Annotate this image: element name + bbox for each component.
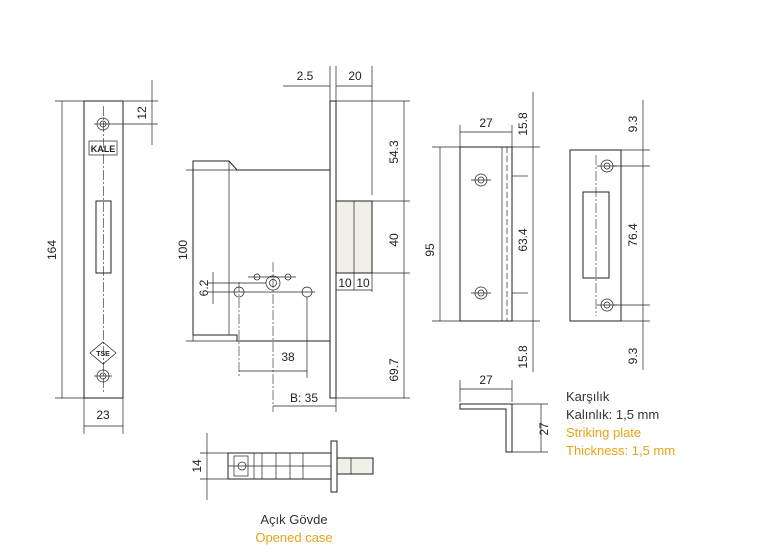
striking-plate-top-view: 27 27 xyxy=(459,373,551,453)
caption-strike-en: Striking plate xyxy=(566,425,641,440)
caption-thickness-en: Thickness: 1,5 mm xyxy=(566,443,675,458)
dim-69-7: 69.7 xyxy=(387,358,401,382)
captions: Karşılık Kalınlık: 1,5 mm Striking plate… xyxy=(255,389,675,545)
striking-plate-front-view: 9.3 76.4 9.3 xyxy=(569,100,650,370)
dim-6-2: 6.2 xyxy=(197,279,211,296)
caption-opened-en: Opened case xyxy=(255,530,332,545)
lock-body-side-view: 2.5 20 54.3 40 69.7 10 10 100 6.2 38 B: xyxy=(176,66,410,412)
caption-strike-tr: Karşılık xyxy=(566,389,610,404)
caption-opened-tr: Açık Gövde xyxy=(260,512,327,527)
faceplate-front-view: KALE TSE 12 164 23 xyxy=(45,80,158,434)
strike-dim-76-4: 76.4 xyxy=(626,223,640,247)
kale-logo: KALE xyxy=(91,144,116,154)
dim-40: 40 xyxy=(387,233,401,247)
dim-100: 100 xyxy=(176,240,190,260)
dim-backset-35: B: 35 xyxy=(290,391,318,405)
opened-dim-14: 14 xyxy=(190,459,204,473)
strike-dim-15-8-top: 15.8 xyxy=(516,112,530,136)
dim-164: 164 xyxy=(45,240,59,260)
strike-dim-63-4: 63.4 xyxy=(516,228,530,252)
dim-2-5: 2.5 xyxy=(297,69,314,83)
dim-23: 23 xyxy=(96,408,110,422)
strike-dim-9-3-top: 9.3 xyxy=(626,115,640,132)
dim-10-right: 10 xyxy=(356,276,370,290)
strike-dim-27-side: 27 xyxy=(537,422,551,436)
dim-12: 12 xyxy=(135,106,149,120)
striking-plate-side-view: 27 95 15.8 63.4 15.8 xyxy=(423,92,540,372)
opened-case-view: 14 xyxy=(190,433,374,500)
strike-dim-15-8-bottom: 15.8 xyxy=(516,345,530,369)
dim-54-3: 54.3 xyxy=(387,140,401,164)
caption-thickness-tr: Kalınlık: 1,5 mm xyxy=(566,407,659,422)
strike-dim-9-3-bottom: 9.3 xyxy=(626,347,640,364)
strike-dim-27-top: 27 xyxy=(479,373,493,387)
dim-38: 38 xyxy=(281,350,295,364)
dim-10-left: 10 xyxy=(338,276,352,290)
strike-dim-95: 95 xyxy=(423,243,437,257)
dim-20: 20 xyxy=(348,69,362,83)
strike-dim-27: 27 xyxy=(479,116,493,130)
tse-seal: TSE xyxy=(96,351,110,358)
